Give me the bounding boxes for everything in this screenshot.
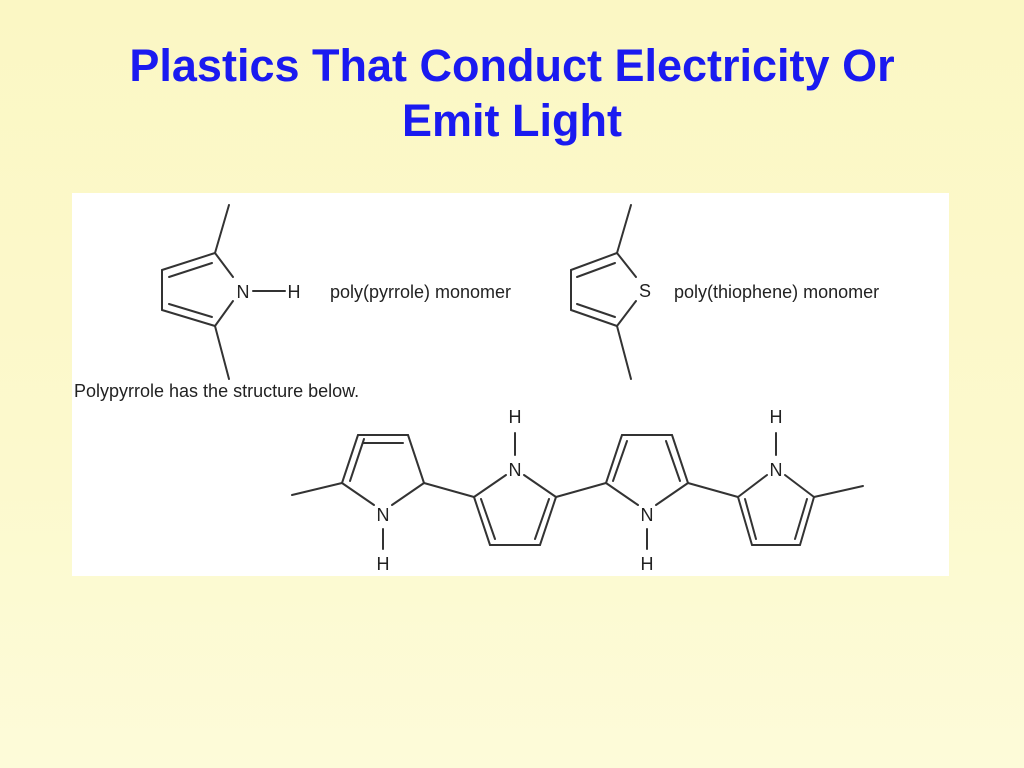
ring4-nitrogen-label: N <box>770 460 783 480</box>
pyrrole-monomer-caption: poly(pyrrole) monomer <box>330 282 511 302</box>
pyrrole-hydrogen-label: H <box>288 282 301 302</box>
thiophene-monomer-caption: poly(thiophene) monomer <box>674 282 879 302</box>
ring3-nitrogen-label: N <box>641 505 654 525</box>
slide-title-line-1: Plastics That Conduct Electricity Or <box>129 40 895 91</box>
ring1-nitrogen-label: N <box>377 505 390 525</box>
thiophene-monomer-ring <box>570 204 637 380</box>
structure-caption: Polypyrrole has the structure below. <box>74 381 359 401</box>
ring2-nitrogen-label: N <box>509 460 522 480</box>
polypyrrole-chain <box>291 432 864 550</box>
ring1-hydrogen-label: H <box>377 554 390 574</box>
chemical-structure-figure: N H S poly(pyrrole) monomer poly(thiophe… <box>72 193 949 576</box>
thiophene-sulfur-label: S <box>639 281 651 301</box>
pyrrole-monomer-ring <box>161 204 286 380</box>
slide-title: Plastics That Conduct Electricity Or Emi… <box>40 38 984 148</box>
pyrrole-nitrogen-label: N <box>237 282 250 302</box>
ring4-hydrogen-label: H <box>770 407 783 427</box>
chemical-structure-drawing: N H S poly(pyrrole) monomer poly(thiophe… <box>74 204 879 574</box>
slide-title-line-2: Emit Light <box>402 95 622 146</box>
ring3-hydrogen-label: H <box>641 554 654 574</box>
ring2-hydrogen-label: H <box>509 407 522 427</box>
